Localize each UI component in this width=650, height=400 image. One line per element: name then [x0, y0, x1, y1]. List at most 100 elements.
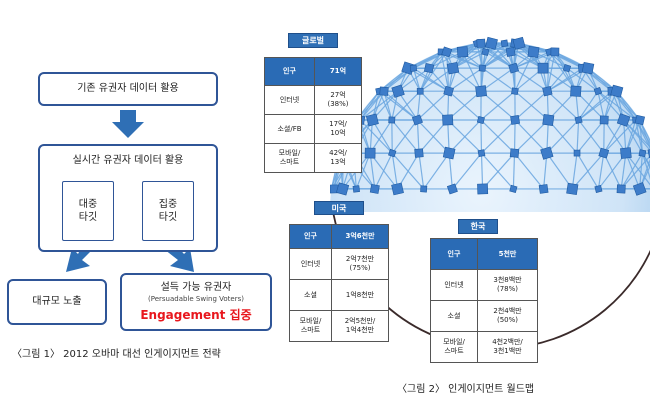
globe-link-line — [423, 152, 450, 190]
globe-link-line — [546, 119, 580, 154]
globe-link-line — [369, 119, 393, 154]
globe-link-line — [383, 91, 393, 121]
globe-node — [456, 46, 469, 58]
mass-target-box: 대중 타깃 — [62, 181, 114, 241]
table-cell: 17억/10억 — [314, 114, 362, 144]
table-cell: 모바일/스마트 — [264, 143, 315, 173]
globe-link-line — [481, 152, 514, 190]
globe-node — [527, 46, 540, 58]
table-cell: 소셜 — [430, 300, 478, 332]
globe-link-line — [514, 152, 545, 190]
table-cell: 소셜 — [289, 279, 332, 311]
globe-node — [485, 36, 498, 50]
globe-link-line — [371, 90, 399, 121]
table-cell: 인구 — [430, 238, 478, 270]
globe-link-line — [571, 153, 578, 190]
table-row: 인구 3억6천만 — [289, 224, 389, 249]
globe-link-line — [451, 152, 482, 190]
globe-link-line — [419, 51, 448, 92]
table-row: 인구 71억 — [264, 57, 362, 86]
globe-link-line — [416, 119, 420, 154]
table-cell: 소셜/FB — [264, 114, 315, 144]
globe-link-line — [397, 90, 418, 121]
table-cell: 3억6천만 — [331, 224, 389, 249]
table-row: 소셜/FB 17억/10억 — [264, 114, 362, 144]
usa-stats-table: 인구 3억6천만 인터넷 2억7천만(75%) 소셜 1억8천만 모바일/스마트… — [289, 224, 389, 342]
globe-link-line — [480, 119, 483, 154]
globe-link-line — [359, 90, 385, 121]
globe-node — [537, 62, 549, 74]
mass-exposure-box: 대규모 노출 — [7, 279, 107, 325]
globe-node — [632, 182, 647, 196]
globe-link-line — [639, 153, 644, 189]
globe-link-line — [533, 51, 568, 69]
globe-link-line — [514, 119, 549, 154]
table-row: 인터넷 27억(38%) — [264, 85, 362, 115]
globe-node — [509, 184, 518, 193]
globe-link-line — [597, 90, 637, 121]
globe-link-line — [578, 90, 599, 121]
globe-link-line — [546, 51, 556, 92]
globe-node — [638, 149, 647, 157]
globe-link-line — [447, 90, 482, 121]
korea-stats-table: 인구 5천만 인터넷 3천8백만(78%) 소셜 2천4백만(50%) 모바일/… — [430, 238, 538, 363]
globe-link-line — [543, 153, 548, 189]
table-row: 인터넷 3천8백만(78%) — [430, 269, 538, 301]
globe-link-line — [641, 152, 650, 167]
table-cell: 2억7천만(75%) — [331, 248, 389, 280]
globe-node — [446, 183, 458, 195]
globe-link-line — [416, 91, 421, 121]
globe-link-line — [513, 67, 548, 92]
table-cell: 모바일/스마트 — [289, 310, 332, 342]
globe-link-line — [635, 119, 643, 154]
globe-link-line — [620, 152, 643, 190]
globe-link-line — [625, 152, 641, 190]
globe-link-line — [597, 152, 627, 190]
globe-link-line — [639, 119, 650, 143]
globe-node — [441, 46, 453, 58]
globe-link-line — [578, 90, 618, 121]
globe-node — [477, 183, 489, 195]
table-cell: 인터넷 — [264, 85, 315, 115]
table-cell: 인구 — [289, 224, 332, 249]
mass-target-line-1: 대중 — [78, 198, 98, 210]
table-row: 소셜 1억8천만 — [289, 279, 389, 311]
table-cell: 4천2백만/3천1백만 — [477, 331, 538, 363]
globe-link-line — [482, 51, 511, 69]
globe-link-line — [620, 155, 650, 190]
table-row: 모바일/스마트 4천2백만/3천1백만 — [430, 331, 538, 363]
globe-link-line — [603, 119, 637, 154]
global-stats-table: 인구 71억 인터넷 27억(38%) 소셜/FB 17억/10억 모바일/스마… — [264, 57, 362, 173]
globe-link-line — [447, 119, 450, 154]
globe-node — [512, 36, 526, 50]
globe-node — [414, 148, 424, 158]
down-arrow-icon — [112, 110, 144, 138]
table-row: 모바일/스마트 42억/13억 — [264, 143, 362, 173]
globe-node — [481, 47, 490, 56]
table-row: 인터넷 2억7천만(75%) — [289, 248, 389, 280]
globe-node — [542, 113, 555, 126]
globe-link-line — [413, 67, 449, 92]
globe-link-line — [417, 90, 450, 121]
usa-title: 미국 — [314, 201, 364, 215]
table-cell: 2천4백만(50%) — [477, 300, 538, 332]
globe-node — [391, 182, 404, 196]
globe-link-line — [514, 51, 535, 92]
table-row: 인구 5천만 — [430, 238, 538, 270]
globe-link-line — [369, 153, 376, 190]
existing-voter-data-box: 기존 유권자 데이터 활용 — [38, 72, 218, 106]
globe-node — [388, 148, 397, 158]
globe-link-line — [397, 67, 430, 92]
table-cell: 5천만 — [477, 238, 538, 270]
globe-link-line — [625, 152, 650, 186]
globe-node — [391, 84, 405, 98]
globe-node — [566, 182, 579, 196]
table-cell: 3천8백만(78%) — [477, 269, 538, 301]
existing-voter-data-label: 기존 유권자 데이터 활용 — [77, 83, 179, 95]
figure-2-caption: 〈그림 2〉 인게이지먼트 월드맵 — [397, 384, 535, 395]
globe-link-line — [371, 119, 393, 154]
globe-node — [510, 115, 521, 125]
globe-node — [477, 149, 486, 157]
table-cell: 2억5천만/1억4천만 — [331, 310, 389, 342]
table-row: 모바일/스마트 2억5천만/1억4천만 — [289, 310, 389, 342]
